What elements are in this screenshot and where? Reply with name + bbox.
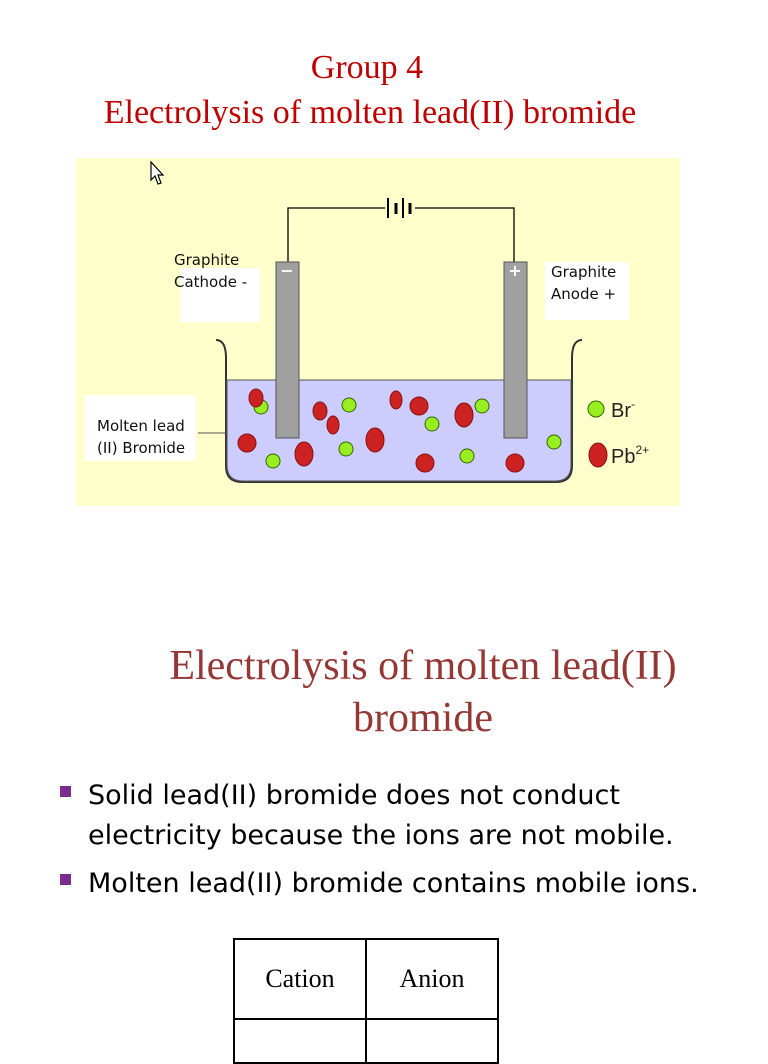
anode-label-line1: Graphite [551, 263, 617, 281]
lead-ion [415, 453, 435, 473]
lead-ion [326, 415, 340, 435]
bromide-ion [424, 416, 440, 432]
bromide-ion [341, 397, 357, 413]
bullet-list: Solid lead(II) bromide does not conduct … [60, 776, 760, 912]
lead-ion [409, 396, 429, 416]
bromide-ion [459, 448, 475, 464]
cathode-label-line2: Cathode - [174, 273, 248, 291]
cathode-electrode [275, 261, 300, 439]
anion-header: Anion [365, 938, 499, 1020]
anode-label-box [545, 262, 629, 320]
anode-sign: + [508, 261, 521, 280]
bullet-text: Molten lead(II) bromide contains mobile … [88, 868, 699, 899]
legend-lead-label: Pb2+ [611, 443, 649, 468]
table-cell [365, 1018, 499, 1064]
lead-ion [454, 402, 474, 428]
bullet-square-icon [60, 786, 71, 797]
melt-label-line1: Molten lead [97, 417, 185, 435]
melt-label: Molten lead (II) Bromide [97, 415, 185, 459]
mouse-cursor-icon [150, 161, 165, 185]
legend-bromide-label: Br- [611, 397, 635, 422]
lead-ions [237, 388, 525, 473]
lead-ion [389, 390, 403, 410]
bullet-item: Solid lead(II) bromide does not conduct … [60, 776, 760, 856]
beaker [215, 339, 583, 483]
melt-label-line2: (II) Bromide [97, 439, 186, 457]
electrolysis-cell-svg: − + [198, 198, 649, 483]
table-cell [233, 1018, 367, 1064]
cathode-label-line1: Graphite [174, 251, 240, 269]
cathode-sign: − [280, 261, 293, 280]
slide-title: Electrolysis of molten lead(II) bromide [103, 94, 637, 131]
legend-bromide-swatch [587, 400, 605, 418]
battery-icon [385, 198, 415, 218]
anode-label-line2: Anode + [551, 285, 617, 303]
ion-table: Cation Anion [233, 938, 499, 1064]
lead-ion [237, 433, 257, 453]
lead-ion [365, 427, 385, 453]
lead-ion [294, 441, 314, 467]
electrolysis-diagram: − + [76, 158, 680, 506]
lead-ion [312, 401, 328, 421]
anode-label: Graphite Anode + [551, 261, 616, 305]
cathode-label: Graphite Cathode - [174, 249, 247, 293]
bromide-ion [546, 434, 562, 450]
anode-electrode [503, 261, 528, 439]
group-title: Group 4 [310, 49, 424, 86]
table-row [233, 1018, 499, 1064]
cation-header: Cation [233, 938, 367, 1020]
lead-ion [505, 453, 525, 473]
melt-label-box [84, 395, 196, 461]
bullet-square-icon [60, 874, 71, 885]
bromide-ion [338, 441, 354, 457]
bullet-text: Solid lead(II) bromide does not conduct … [88, 780, 674, 851]
cathode-label-box [180, 268, 260, 322]
bromide-ion [265, 453, 281, 469]
table-header-row: Cation Anion [233, 938, 499, 1020]
lead-ion [248, 388, 264, 408]
bromide-ions [253, 397, 562, 469]
bromide-ion [474, 398, 490, 414]
bullet-item: Molten lead(II) bromide contains mobile … [60, 864, 760, 904]
legend-lead-swatch [588, 442, 608, 468]
section-heading: Electrolysis of molten lead(II) bromide [169, 643, 677, 741]
